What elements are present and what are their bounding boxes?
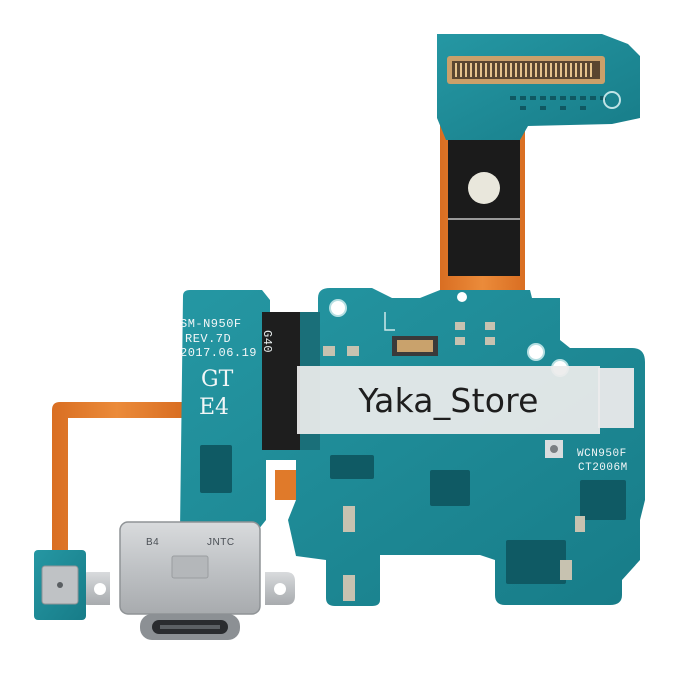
store-watermark: Yaka_Store — [297, 366, 600, 434]
board-mark-e4: E4 — [199, 395, 230, 420]
module-code-label: WCN950F — [577, 448, 627, 460]
module-part-label: CT2006M — [578, 462, 628, 474]
board-revision-label: REV.7D — [185, 332, 232, 346]
upper-connector-board — [437, 34, 640, 140]
board-mark-gt: GT — [201, 367, 234, 392]
board-model-label: SM-N950F — [180, 317, 242, 331]
watermark-text: Yaka_Store — [358, 380, 539, 420]
upper-flex-cable — [440, 120, 525, 292]
connector-label-left: B4 — [146, 537, 160, 548]
connector-label-right: JNTC — [207, 537, 235, 548]
microphone-board — [34, 550, 86, 620]
usb-c-port — [82, 521, 295, 640]
board-date-label: 2017.06.19 — [180, 346, 258, 360]
flex-label: G40 — [260, 330, 274, 354]
